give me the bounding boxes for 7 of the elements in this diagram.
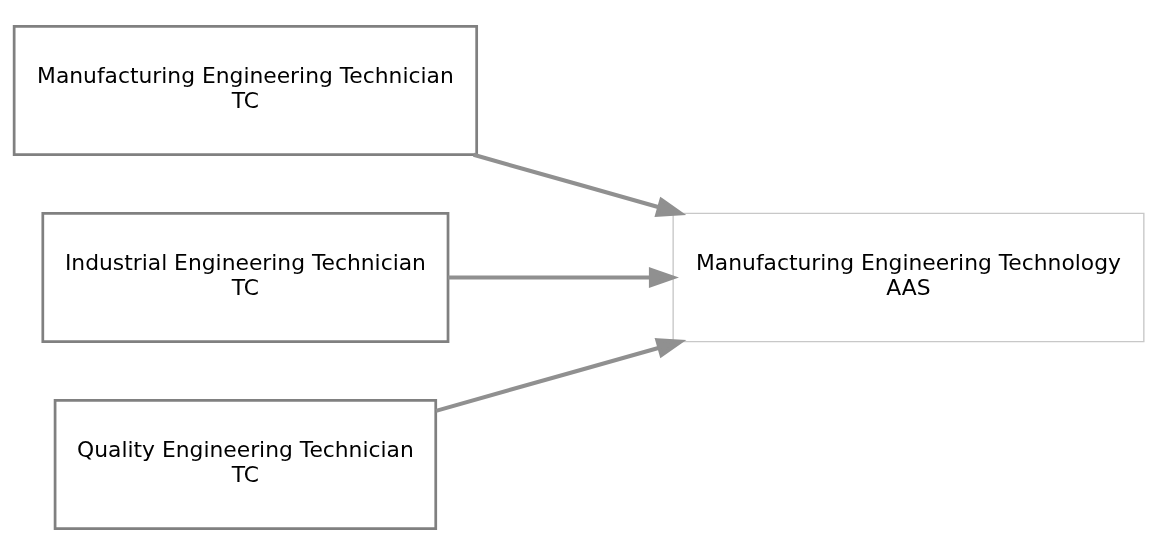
arrow	[435, 337, 687, 413]
node-box: Manufacturing Engineering Technology AAS	[672, 212, 1145, 342]
node-box: Quality Engineering Technician TC	[53, 398, 438, 530]
node-box: Industrial Engineering Technician TC	[41, 211, 450, 343]
arrow	[473, 152, 687, 217]
node-box: Manufacturing Engineering Technician TC	[12, 24, 479, 156]
arrow	[448, 266, 679, 288]
